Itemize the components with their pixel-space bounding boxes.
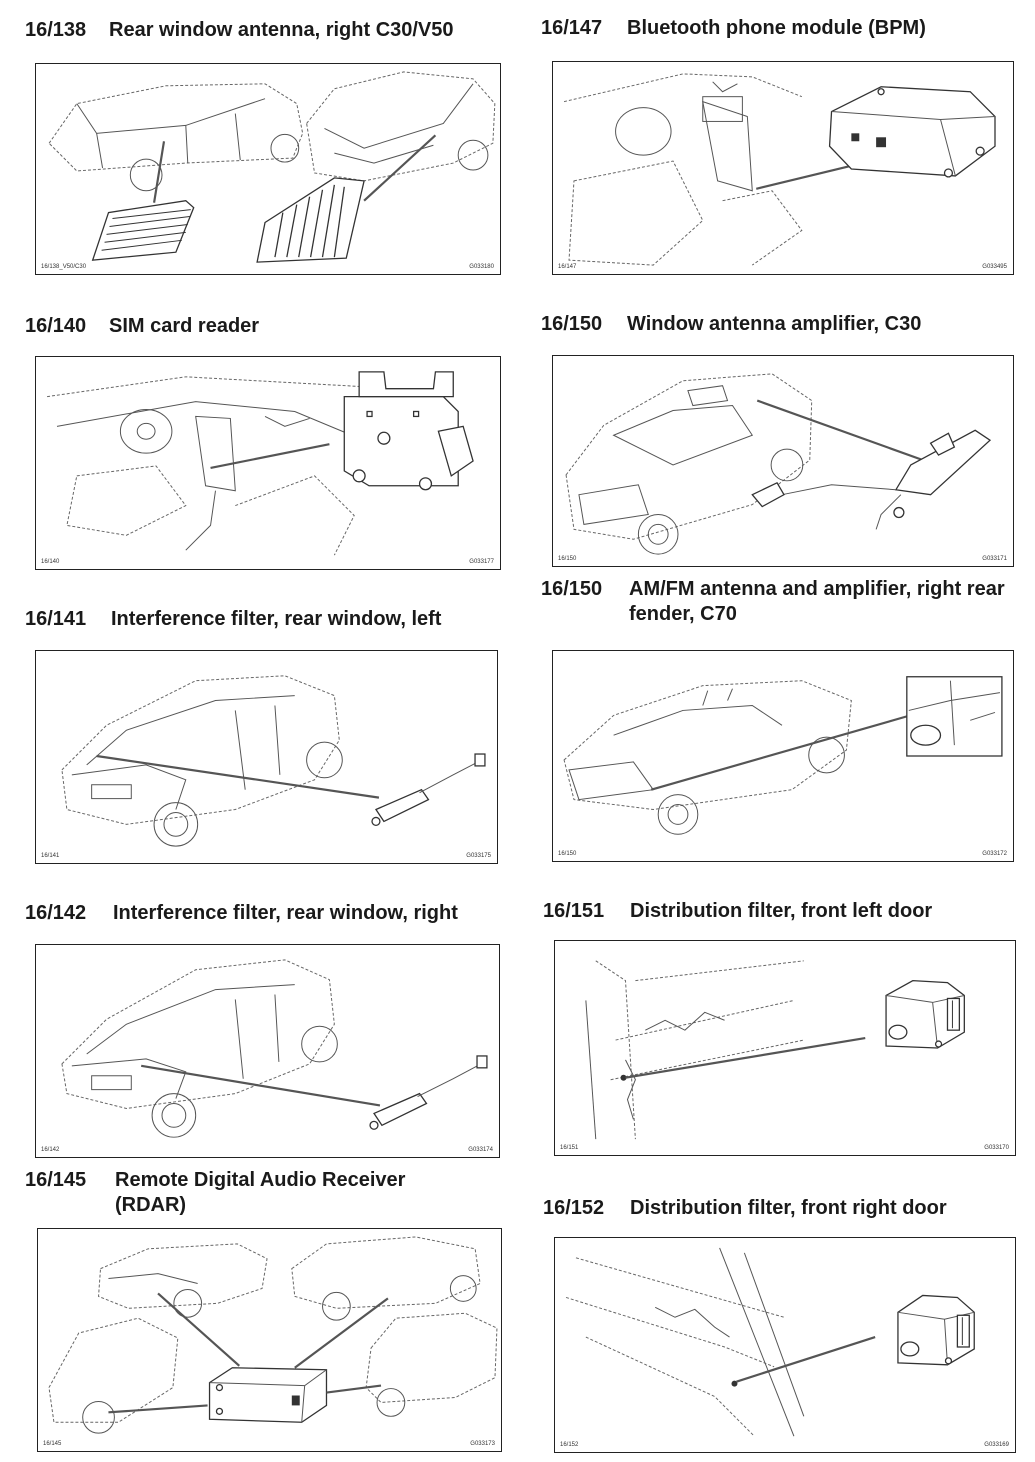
figure-reference: 16/141 — [41, 853, 60, 859]
c70-illustration — [563, 676, 1003, 835]
entry-heading: 16/145 Remote Digital Audio Receiver (RD… — [25, 1168, 505, 1216]
sedan-rear-illustration — [61, 959, 488, 1138]
entry-title: Bluetooth phone module (BPM) — [627, 17, 926, 39]
entry-code: 16/151 — [543, 900, 605, 922]
entry-code: 16/140 — [25, 315, 87, 337]
sedan-rear-illustration — [61, 675, 486, 847]
entry-title: Remote Digital Audio Receiver (RDAR) — [115, 1169, 406, 1216]
entry-code: 16/150 — [541, 313, 603, 335]
entry-figure: 16/152 G033169 — [554, 1237, 1016, 1453]
entry-code: 16/150 — [541, 578, 603, 600]
figure-id: G033180 — [469, 264, 494, 270]
entry-title: Interference filter, rear window, left — [111, 608, 442, 630]
entry-code: 16/142 — [25, 902, 87, 924]
figure-reference: 16/150 — [558, 556, 577, 562]
entry-title: Window antenna amplifier, C30 — [627, 313, 922, 335]
figure-reference: 16/138_V50/C30 — [41, 264, 87, 270]
car-illustration — [48, 71, 496, 263]
entry-figure: 16/142 G033174 — [35, 944, 500, 1158]
figure-id: G033172 — [982, 851, 1007, 857]
entry-figure: 16/147 G033495 — [552, 61, 1014, 275]
figure-id: G033170 — [984, 1145, 1009, 1151]
figure-id: G033177 — [469, 559, 494, 565]
figure-reference: 16/150 — [558, 851, 577, 857]
figure-reference: 16/151 — [560, 1145, 579, 1151]
entry-figure: 16/150 G033172 — [552, 650, 1014, 862]
entry-heading: 16/150 Window antenna amplifier, C30 — [541, 312, 921, 337]
entry-code: 16/138 — [25, 19, 87, 41]
entry-heading: 16/140 SIM card reader — [25, 314, 259, 339]
entry-title: Distribution filter, front left door — [630, 900, 933, 922]
right-door-illustration — [565, 1247, 975, 1437]
figure-id: G033173 — [470, 1441, 495, 1447]
figure-reference: 16/142 — [41, 1147, 60, 1153]
entry-title: Rear window antenna, right C30/V50 — [109, 19, 454, 41]
figure-id: G033169 — [984, 1442, 1009, 1448]
figure-reference: 16/147 — [558, 264, 577, 270]
entry-figure: 16/150 G033171 — [552, 355, 1014, 567]
entry-figure: 16/138_V50/C30 G033180 — [35, 63, 501, 275]
dashboard-illustration — [47, 371, 474, 556]
cockpit-illustration — [563, 73, 996, 266]
entry-code: 16/147 — [541, 17, 603, 39]
figure-id: G033495 — [982, 264, 1007, 270]
figure-id: G033175 — [466, 853, 491, 859]
entry-figure: 16/145 G033173 — [37, 1228, 502, 1452]
entry-heading: 16/138 Rear window antenna, right C30/V5… — [25, 18, 454, 43]
entry-title: SIM card reader — [109, 315, 260, 337]
figure-reference: 16/145 — [43, 1441, 62, 1447]
entry-title: AM/FM antenna and amplifier, right rear … — [629, 578, 1005, 625]
c30-illustration — [565, 373, 992, 555]
rdar-illustration — [48, 1236, 498, 1434]
figure-id: G033174 — [468, 1147, 493, 1153]
entry-code: 16/141 — [25, 608, 87, 630]
figure-reference: 16/152 — [560, 1442, 579, 1448]
entry-heading: 16/151 Distribution filter, front left d… — [543, 899, 932, 924]
entry-heading: 16/150 AM/FM antenna and amplifier, righ… — [541, 577, 1021, 625]
entry-heading: 16/147 Bluetooth phone module (BPM) — [541, 16, 926, 41]
figure-id: G033171 — [982, 556, 1007, 562]
entry-code: 16/145 — [25, 1169, 87, 1191]
entry-title: Interference filter, rear window, right — [113, 902, 458, 924]
entry-title: Distribution filter, front right door — [630, 1197, 947, 1219]
entry-code: 16/152 — [543, 1197, 605, 1219]
left-door-illustration — [585, 960, 965, 1140]
entry-heading: 16/142 Interference filter, rear window,… — [25, 901, 458, 926]
entry-figure: 16/140 G033177 — [35, 356, 501, 570]
entry-heading: 16/141 Interference filter, rear window,… — [25, 607, 441, 632]
figure-reference: 16/140 — [41, 559, 60, 565]
entry-figure: 16/141 G033175 — [35, 650, 498, 864]
entry-figure: 16/151 G033170 — [554, 940, 1016, 1156]
entry-heading: 16/152 Distribution filter, front right … — [543, 1196, 947, 1221]
